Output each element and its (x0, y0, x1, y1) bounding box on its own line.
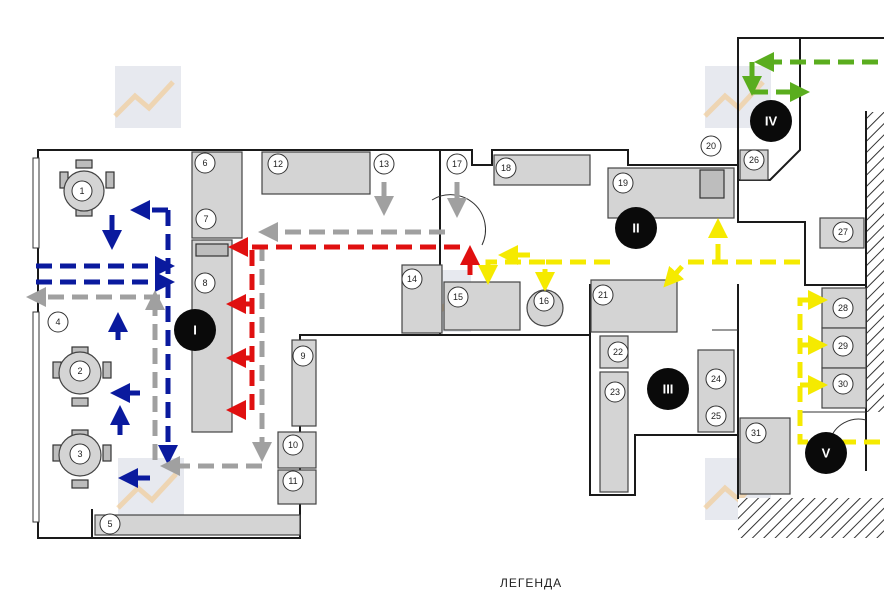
zone-marker-V: V (805, 432, 847, 474)
svg-text:19: 19 (618, 178, 628, 188)
green-flow-arrows (742, 52, 878, 102)
svg-text:II: II (632, 221, 639, 236)
number-marker: 2 (69, 360, 91, 382)
svg-text:3: 3 (77, 449, 82, 459)
gray-flow-arrows (26, 182, 467, 476)
legend-caption: ЛЕГЕНДА (500, 576, 563, 590)
svg-text:18: 18 (501, 163, 511, 173)
number-marker: 26 (743, 149, 765, 171)
number-marker: 17 (446, 153, 468, 175)
window-left-top (32, 157, 40, 249)
number-marker: 18 (495, 157, 517, 179)
red-flow-arrows (226, 237, 480, 420)
number-marker: 6 (194, 152, 216, 174)
svg-text:30: 30 (838, 379, 848, 389)
blue-flow-arrows (36, 200, 178, 488)
svg-text:24: 24 (711, 374, 721, 384)
number-marker: 16 (533, 290, 555, 312)
number-marker: 8 (194, 272, 216, 294)
svg-text:10: 10 (288, 440, 298, 450)
number-marker: 20 (700, 135, 722, 157)
svg-text:29: 29 (838, 341, 848, 351)
number-marker: 31 (745, 422, 767, 444)
svg-text:2: 2 (77, 366, 82, 376)
svg-text:27: 27 (838, 227, 848, 237)
number-marker: 24 (705, 368, 727, 390)
svg-text:20: 20 (706, 141, 716, 151)
svg-text:16: 16 (539, 296, 549, 306)
number-marker: 13 (373, 153, 395, 175)
zone-markers: I II III IV V (174, 100, 847, 474)
number-marker: 15 (447, 286, 469, 308)
number-marker: 21 (592, 284, 614, 306)
number-marker: 4 (47, 311, 69, 333)
svg-text:11: 11 (288, 476, 297, 486)
number-marker: 19 (612, 172, 634, 194)
svg-text:17: 17 (452, 159, 462, 169)
svg-text:25: 25 (711, 411, 721, 421)
zone-marker-III: III (647, 368, 689, 410)
number-marker: 29 (832, 335, 854, 357)
svg-text:23: 23 (610, 387, 620, 397)
number-marker: 27 (832, 221, 854, 243)
window-left-bottom (32, 311, 40, 523)
svg-text:12: 12 (273, 159, 283, 169)
zone-marker-I: I (174, 309, 216, 351)
svg-text:IV: IV (765, 114, 778, 129)
number-marker: 23 (604, 381, 626, 403)
number-marker: 11 (282, 470, 304, 492)
number-marker: 5 (99, 513, 121, 535)
number-marker: 9 (292, 345, 314, 367)
number-marker: 3 (69, 443, 91, 465)
svg-text:31: 31 (751, 428, 761, 438)
svg-text:22: 22 (613, 347, 623, 357)
number-marker: 1 (71, 180, 93, 202)
svg-text:5: 5 (107, 519, 112, 529)
number-marker: 7 (195, 208, 217, 230)
number-marker: 10 (282, 434, 304, 456)
svg-text:28: 28 (838, 303, 848, 313)
hatched-wall-bottom (738, 498, 884, 538)
svg-text:6: 6 (202, 158, 207, 168)
svg-text:4: 4 (55, 317, 60, 327)
svg-text:8: 8 (202, 278, 207, 288)
svg-text:7: 7 (203, 214, 208, 224)
svg-text:III: III (663, 382, 674, 397)
hatched-wall-right (866, 112, 884, 412)
number-marker: 30 (832, 373, 854, 395)
svg-text:21: 21 (598, 290, 608, 300)
svg-text:1: 1 (79, 186, 84, 196)
svg-text:V: V (822, 446, 831, 461)
number-marker: 28 (832, 297, 854, 319)
zone-marker-IV: IV (750, 100, 792, 142)
svg-text:9: 9 (300, 351, 305, 361)
number-markers: 1 2 3 4 5 6 7 8 9 10 11 12 13 14 15 16 1… (47, 135, 854, 535)
svg-text:I: I (193, 323, 197, 338)
number-marker: 25 (705, 405, 727, 427)
svg-text:14: 14 (407, 274, 417, 284)
svg-text:13: 13 (379, 159, 389, 169)
number-marker: 22 (607, 341, 629, 363)
svg-text:15: 15 (453, 292, 463, 302)
number-marker: 12 (267, 153, 289, 175)
svg-text:26: 26 (749, 155, 759, 165)
number-marker: 14 (401, 268, 423, 290)
zone-marker-II: II (615, 207, 657, 249)
